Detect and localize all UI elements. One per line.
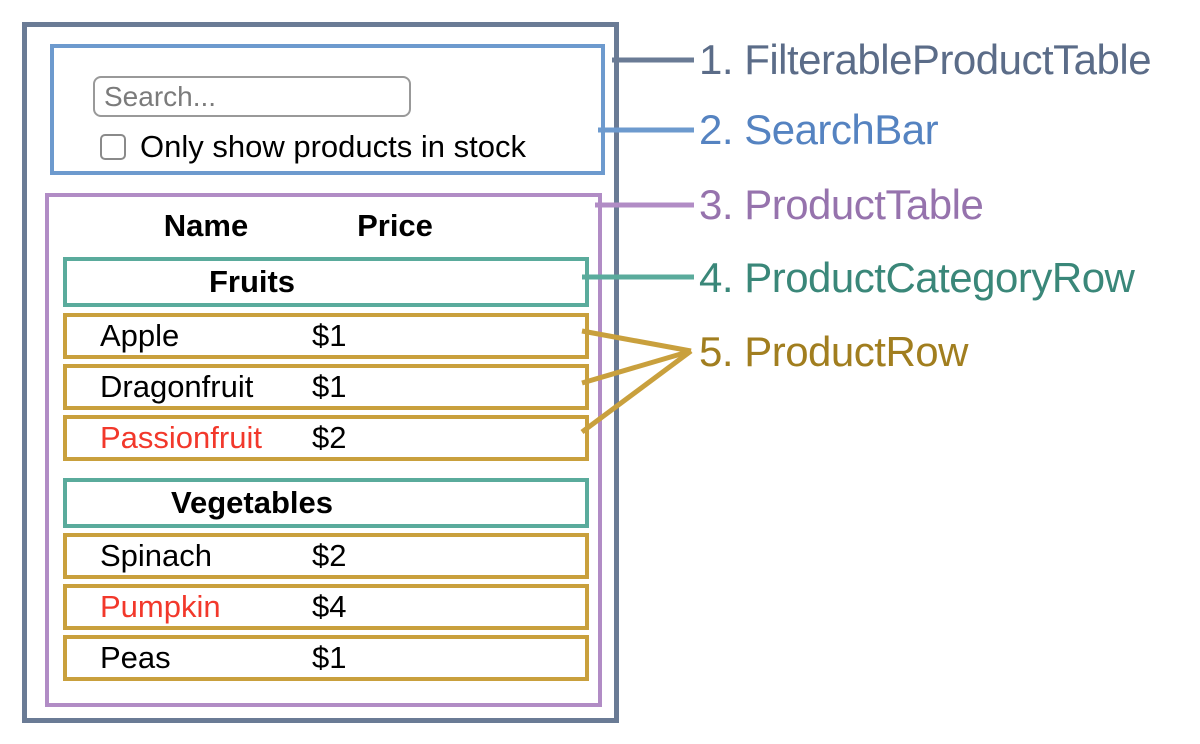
filterable-product-table-box: Only show products in stock Name Price F… bbox=[22, 22, 619, 723]
product-price: $1 bbox=[312, 369, 347, 404]
product-price: $4 bbox=[312, 589, 347, 624]
in-stock-checkbox[interactable] bbox=[100, 134, 126, 160]
product-price: $2 bbox=[312, 538, 347, 573]
product-name-out-of-stock: Pumpkin bbox=[100, 589, 221, 624]
in-stock-filter-row: Only show products in stock bbox=[100, 129, 526, 164]
product-row-dragonfruit: Dragonfruit $1 bbox=[63, 364, 589, 410]
column-header-name: Name bbox=[163, 208, 249, 243]
product-price: $1 bbox=[312, 318, 347, 353]
product-row-pumpkin: Pumpkin $4 bbox=[63, 584, 589, 630]
search-input[interactable] bbox=[93, 76, 411, 117]
column-header-price: Price bbox=[357, 208, 433, 243]
label-product-category-row: 4. ProductCategoryRow bbox=[699, 254, 1135, 301]
product-price: $1 bbox=[312, 640, 347, 675]
product-name: Apple bbox=[100, 318, 180, 353]
product-name-out-of-stock: Passionfruit bbox=[100, 420, 262, 455]
product-row-apple: Apple $1 bbox=[63, 313, 589, 359]
search-bar-box: Only show products in stock bbox=[50, 44, 605, 175]
label-product-row: 5. ProductRow bbox=[699, 328, 968, 375]
label-filterable-product-table: 1. FilterableProductTable bbox=[699, 36, 1152, 83]
product-name: Dragonfruit bbox=[100, 369, 254, 404]
product-row-peas: Peas $1 bbox=[63, 635, 589, 681]
product-category-row-fruits: Fruits bbox=[63, 257, 589, 307]
label-search-bar: 2. SearchBar bbox=[699, 106, 939, 153]
in-stock-checkbox-label: Only show products in stock bbox=[140, 129, 526, 164]
label-product-table: 3. ProductTable bbox=[699, 181, 984, 228]
category-label: Fruits bbox=[208, 264, 296, 299]
product-name: Peas bbox=[100, 640, 171, 675]
product-table-box: Name Price Fruits Apple $1 Dragonfruit $… bbox=[45, 193, 602, 707]
product-row-passionfruit: Passionfruit $2 bbox=[63, 415, 589, 461]
product-name: Spinach bbox=[100, 538, 213, 573]
category-label: Vegetables bbox=[171, 485, 333, 520]
product-row-spinach: Spinach $2 bbox=[63, 533, 589, 579]
product-category-row-vegetables: Vegetables bbox=[63, 478, 589, 528]
product-price: $2 bbox=[312, 420, 347, 455]
